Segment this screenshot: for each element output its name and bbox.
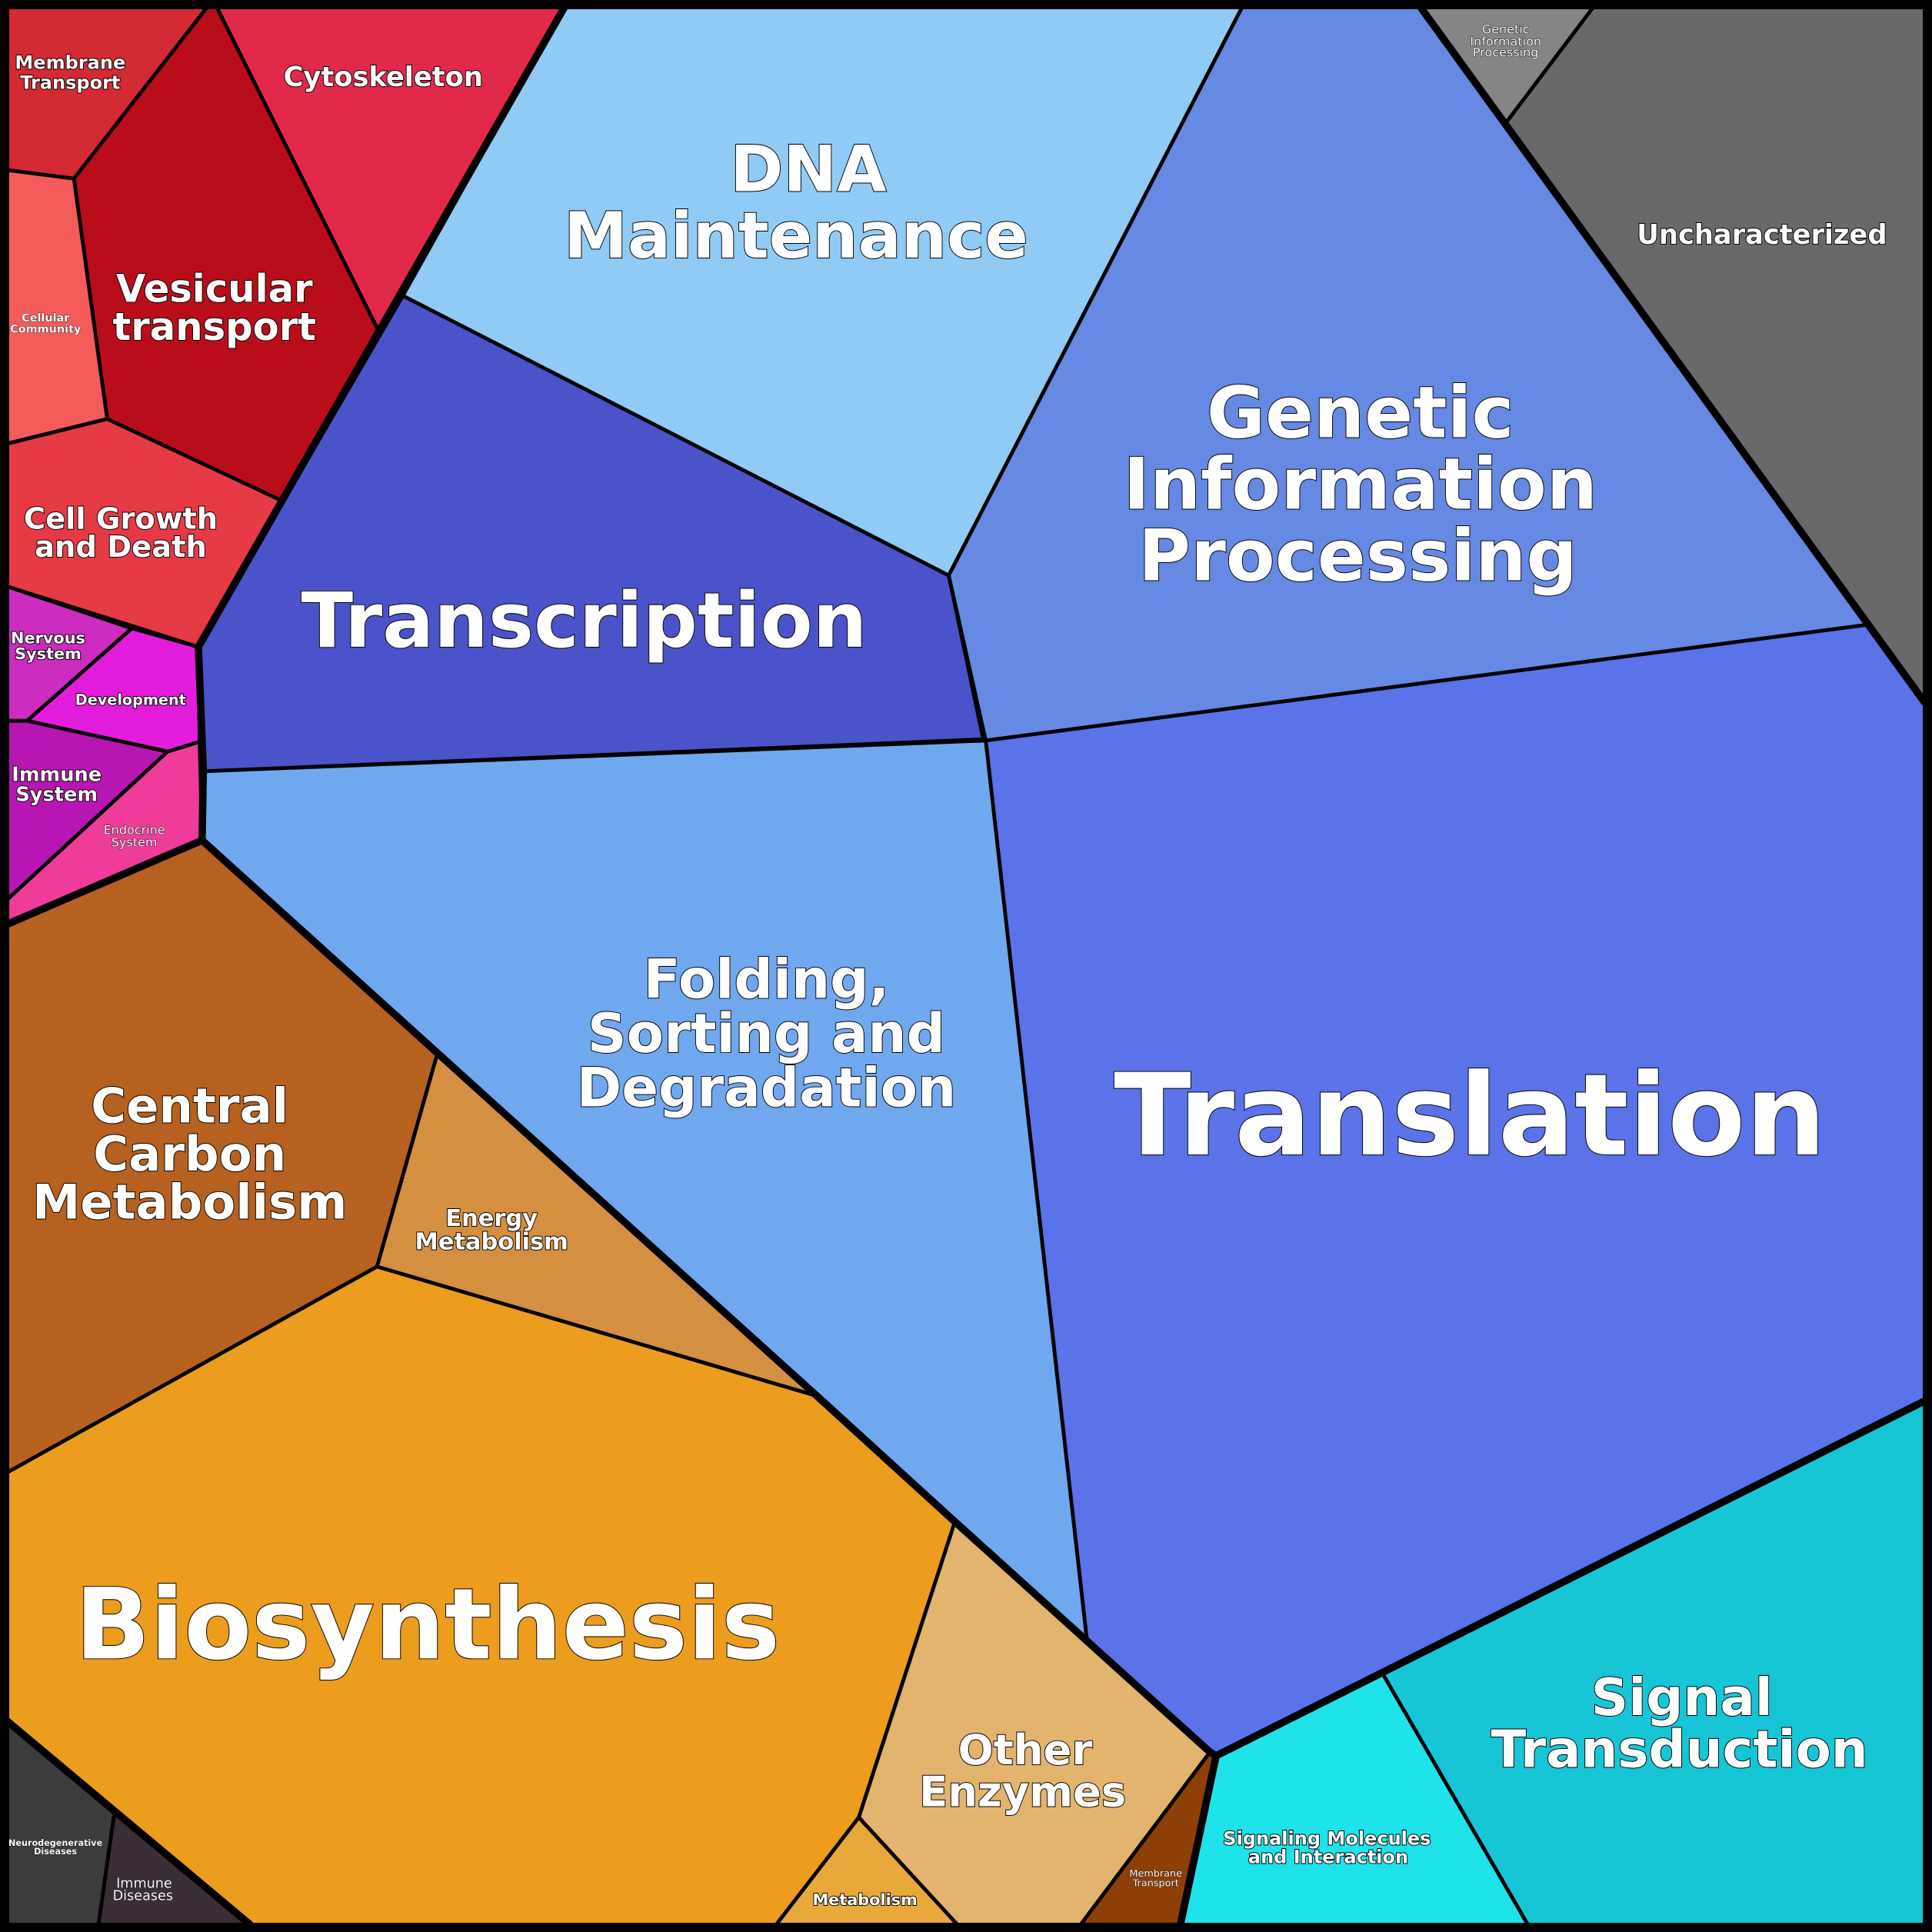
label-development: Development — [75, 691, 186, 708]
label-cytoskeleton: Cytoskeleton — [284, 62, 483, 93]
label-translation: Translation — [1114, 1049, 1826, 1181]
label-transcription: Transcription — [301, 577, 867, 665]
label-biosynthesis: Biosynthesis — [75, 1567, 781, 1682]
group-boundary — [1212, 1397, 1929, 1760]
group-boundary — [198, 836, 1221, 1929]
group-boundary — [1417, 3, 1929, 706]
label-metabolism: Metabolism — [812, 1890, 917, 1909]
group-boundary — [3, 3, 568, 928]
group-boundary — [3, 1717, 255, 1929]
label-uncharacterized: Uncharacterized — [1637, 219, 1887, 251]
